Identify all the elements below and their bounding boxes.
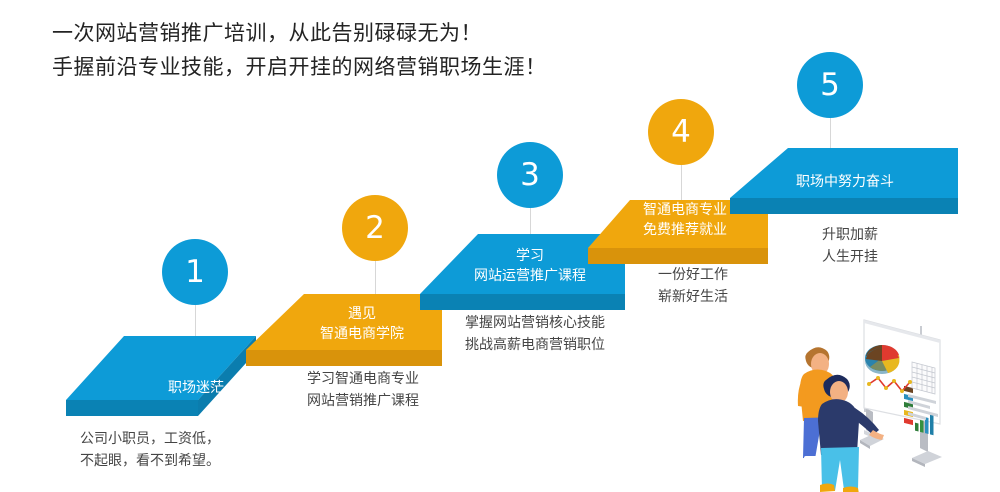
step-2-label-line-2: 智通电商学院 [320,326,404,342]
illustration-svg [797,319,942,492]
headline-line-2: 手握前沿专业技能，开启开挂的网络营销职场生涯！ [52,55,547,79]
person-navy [818,374,884,492]
line-chart [867,376,912,393]
step-2-platform-label: 遇见 智通电商学院 [272,304,452,344]
step-2-caption-line-1: 学习智通电商专业 [307,371,419,387]
step-5-caption-line-1: 升职加薪 [822,227,878,243]
step-4-caption-line-2: 崭新好生活 [658,289,728,305]
bar-chart [915,414,934,436]
step-1-number-badge[interactable]: 1 [162,239,228,305]
step-5-caption: 升职加薪 人生开挂 [760,224,940,268]
step-1-caption-line-1: 公司小职员，工资低， [80,431,220,447]
step-2-number: 2 [365,209,385,246]
page-title: 一次网站营销推广培训，从此告别碌碌无为！ 手握前沿专业技能，开启开挂的网络营销职… [52,16,547,84]
step-4-caption: 一份好工作 崭新好生活 [613,264,773,308]
pie-chart [865,344,900,374]
step-3-platform-label: 学习 网站运营推广课程 [435,246,625,286]
step-4-platform-label: 智通电商专业 免费推荐就业 [595,200,775,240]
step-3-label-line-2: 网站运营推广课程 [474,268,586,284]
step-5-number-badge[interactable]: 5 [797,52,863,118]
step-1-number: 1 [185,253,205,290]
step-5-platform[interactable] [730,144,970,234]
step-3-number-badge[interactable]: 3 [497,142,563,208]
board-text-lines [908,394,938,420]
step-1-platform-label: 职场迷茫 [106,378,286,398]
step-1-platform[interactable] [66,330,266,425]
step-5-label-line-1: 职场中努力奋斗 [796,174,894,190]
step-1-caption-line-2: 不起眼，看不到希望。 [80,453,220,469]
step-4-label-line-1: 智通电商专业 [643,202,727,218]
step-3-caption: 掌握网站营销核心技能 挑战高薪电商营销职位 [440,312,630,356]
step-2-platform[interactable] [246,270,456,366]
step-3-platform[interactable] [420,218,635,313]
step-4-number-badge[interactable]: 4 [648,99,714,165]
step-1-label-line-1: 职场迷茫 [168,380,224,396]
illustration-people-charts [760,312,1000,492]
step-3-label-line-1: 学习 [516,248,544,264]
step-1-caption: 公司小职员，工资低， 不起眼，看不到希望。 [35,428,265,472]
step-5-number: 5 [820,66,840,103]
step-4-caption-line-1: 一份好工作 [658,267,728,283]
step-2-number-badge[interactable]: 2 [342,195,408,261]
grid-table [911,361,936,395]
step-3-caption-line-2: 挑战高薪电商营销职位 [465,337,605,353]
step-2-caption: 学习智通电商专业 网站营销推广课程 [273,368,453,412]
step-2-label-line-1: 遇见 [348,306,376,322]
step-4-platform[interactable] [588,176,778,266]
step-3-caption-line-1: 掌握网站营销核心技能 [465,315,605,331]
step-5-caption-line-2: 人生开挂 [822,249,878,265]
step-4-number: 4 [671,113,691,150]
step-2-caption-line-2: 网站营销推广课程 [307,393,419,409]
headline-line-1: 一次网站营销推广培训，从此告别碌碌无为！ [52,21,482,45]
step-4-label-line-2: 免费推荐就业 [643,222,727,238]
step-5-platform-label: 职场中努力奋斗 [745,172,945,192]
step-3-number: 3 [520,156,540,193]
